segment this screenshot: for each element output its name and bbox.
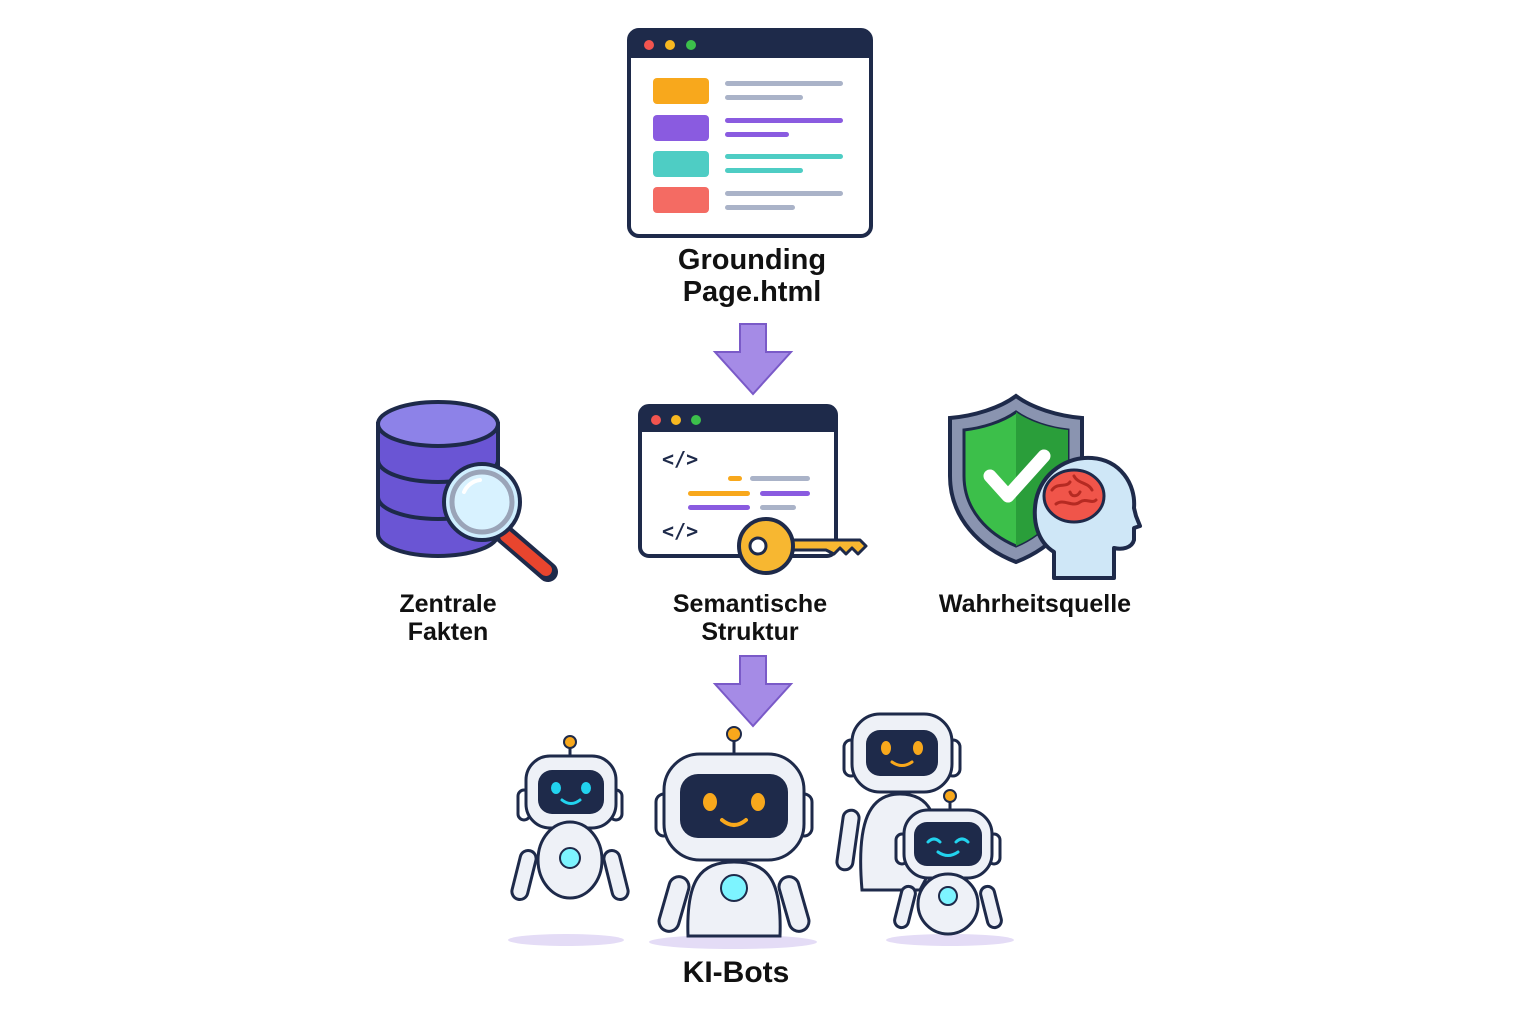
- svg-text:</>: </>: [662, 447, 698, 471]
- robot-left: [510, 735, 630, 901]
- semantic-structure-label: Semantische Struktur: [640, 590, 860, 646]
- robots-icon: [508, 712, 1014, 949]
- arrow-down-icon: [712, 323, 794, 396]
- grounding-page-label: Grounding Page.html: [640, 244, 864, 309]
- shield-brain-icon: [948, 393, 1142, 580]
- arrow-down-icon: [712, 655, 794, 728]
- grounding-page-label-line1: Grounding: [677, 244, 827, 276]
- robot-front-right: [893, 789, 1003, 936]
- robot-center: [654, 726, 814, 938]
- central-facts-label-line2: Fakten: [407, 618, 489, 646]
- semantic-structure-label-line2: Struktur: [701, 618, 799, 646]
- central-facts-label: Zentrale Fakten: [350, 590, 546, 646]
- central-facts-label-line1: Zentrale: [399, 590, 497, 618]
- grounding-page-label-line2: Page.html: [682, 276, 822, 309]
- database-search-icon: [376, 400, 558, 582]
- ai-bots-label-text: KI-Bots: [682, 956, 790, 989]
- svg-text:</>: </>: [662, 519, 698, 543]
- ai-bots-label: KI-Bots: [636, 956, 836, 990]
- source-of-truth-label-text: Wahrheitsquelle: [938, 590, 1132, 618]
- source-of-truth-label: Wahrheitsquelle: [920, 590, 1150, 618]
- semantic-structure-label-line1: Semantische: [672, 590, 828, 618]
- code-key-icon: </> </>: [638, 404, 868, 575]
- browser-window-icon: [627, 28, 873, 238]
